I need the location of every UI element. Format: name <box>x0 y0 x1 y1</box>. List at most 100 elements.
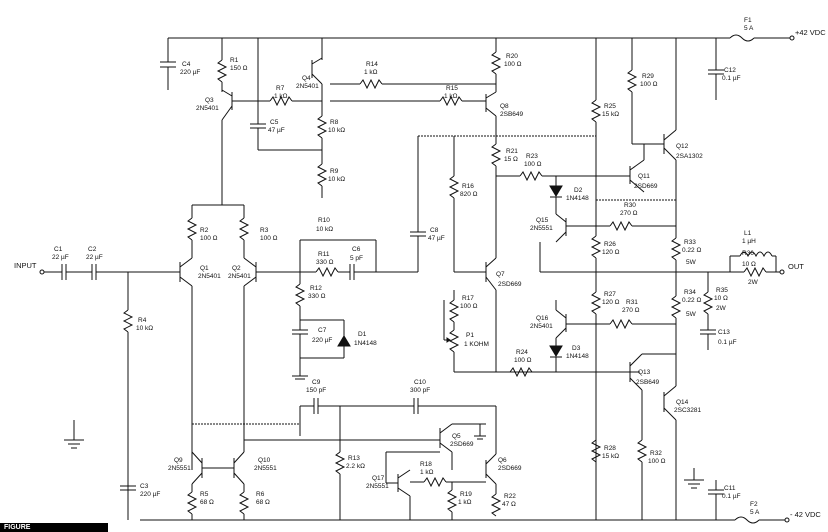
c12-ref: C12 <box>724 67 736 74</box>
q14-ref: Q14 <box>676 399 689 406</box>
r30-value: 270 Ω <box>620 210 638 217</box>
q17-ref: Q17 <box>372 475 385 482</box>
q4-value: 2N5401 <box>296 83 319 90</box>
q17-value: 2N5551 <box>366 483 389 490</box>
c3-ref: C3 <box>140 483 149 490</box>
p1-ref: P1 <box>466 332 474 339</box>
r24-ref: R24 <box>516 349 528 356</box>
q6-transistor <box>485 453 497 485</box>
q1-transistor <box>179 257 193 287</box>
q10-transistor <box>233 451 245 485</box>
r11-value: 330 Ω <box>316 259 334 266</box>
r7-value: 1 kΩ <box>274 93 288 100</box>
q11-value: 2SD669 <box>634 183 658 190</box>
q5-value: 2SD669 <box>450 441 474 448</box>
fuse-f1-ref: F1 <box>744 17 752 24</box>
c1-ref: C1 <box>54 246 63 253</box>
d2-ref: D2 <box>574 187 583 194</box>
r17-value: 100 Ω <box>460 303 478 310</box>
input-terminal <box>39 269 45 275</box>
r34-value: 0.22 Ω <box>682 297 701 304</box>
c9-value: 150 pF <box>306 387 326 394</box>
c5-value: 47 µF <box>268 127 285 134</box>
r36-power: 2W <box>748 279 759 286</box>
c3-value: 220 µF <box>140 491 160 498</box>
r5-ref: R5 <box>200 491 209 498</box>
input-label: INPUT <box>14 261 37 270</box>
r25-ref: R25 <box>604 103 616 110</box>
r10-ref: R10 <box>318 217 330 224</box>
output-terminal <box>779 269 785 275</box>
r12-ref: R12 <box>310 285 322 292</box>
q4-transistor <box>311 57 323 85</box>
r24-value: 100 Ω <box>514 357 532 364</box>
fuse-f1-value: 5 A <box>744 25 754 32</box>
c9-ref: C9 <box>312 379 321 386</box>
q9-transistor <box>191 451 203 485</box>
r1-ref: R1 <box>230 57 239 64</box>
r33-ref: R33 <box>684 239 696 246</box>
r4-value: 10 kΩ <box>136 325 153 332</box>
r3-value: 100 Ω <box>260 235 278 242</box>
c13-ref: C13 <box>718 329 730 336</box>
r20-ref: R20 <box>506 53 518 60</box>
q16-transistor <box>555 309 567 339</box>
r10-value: 10 kΩ <box>316 226 333 233</box>
q1-ref: Q1 <box>200 265 209 272</box>
c8-value: 47 µF <box>428 235 445 242</box>
q14-transistor <box>663 385 677 421</box>
r26-value: 120 Ω <box>602 249 620 256</box>
c13-value: 0.1 µF <box>718 339 737 346</box>
r18-ref: R18 <box>420 461 432 468</box>
r25-value: 15 kΩ <box>602 111 619 118</box>
r34-ref: R34 <box>684 289 696 296</box>
q8-value: 2SB649 <box>500 111 524 118</box>
ground-symbol-right <box>684 468 704 489</box>
neg-rail-label: - 42 VDC <box>790 510 821 519</box>
q13-ref: Q13 <box>638 369 651 376</box>
q2-transistor <box>243 257 257 287</box>
q3-value: 2N5401 <box>196 105 219 112</box>
r11-ref: R11 <box>318 251 330 258</box>
r8-value: 10 kΩ <box>328 127 345 134</box>
r32-ref: R32 <box>650 450 662 457</box>
q12-value: 2SA1302 <box>676 153 703 160</box>
figure-tag: FIGURE <box>0 523 108 532</box>
c10-ref: C10 <box>414 379 426 386</box>
c10-value: 300 pF <box>410 387 430 394</box>
q15-ref: Q15 <box>536 217 549 224</box>
r21-ref: R21 <box>506 148 518 155</box>
r5-value: 68 Ω <box>200 499 214 506</box>
ground-symbol-mid <box>292 375 308 380</box>
r15-value: 1 kΩ <box>444 93 458 100</box>
d3-ref: D3 <box>572 345 581 352</box>
q17-transistor <box>397 469 411 497</box>
q5-transistor <box>439 423 453 453</box>
r19-ref: R19 <box>460 491 472 498</box>
fuse-f2-value: 5 A <box>750 509 760 516</box>
c6-ref: C6 <box>352 246 361 253</box>
r27-ref: R27 <box>604 291 616 298</box>
c7-value: 220 µF <box>312 337 332 344</box>
negative-rail <box>140 516 790 524</box>
r16-ref: R16 <box>462 183 474 190</box>
d2-value: 1N4148 <box>566 195 589 202</box>
r6-ref: R6 <box>256 491 265 498</box>
c2-value: 22 µF <box>86 254 103 261</box>
q2-ref: Q2 <box>232 265 241 272</box>
q12-ref: Q12 <box>676 143 689 150</box>
r8-ref: R8 <box>330 119 339 126</box>
r1-value: 150 Ω <box>230 65 248 72</box>
d1-value: 1N4148 <box>354 340 377 347</box>
r23-value: 100 Ω <box>524 161 542 168</box>
q3-ref: Q3 <box>205 97 214 104</box>
r21-value: 15 Ω <box>504 156 518 163</box>
ground-symbol-left <box>64 420 84 449</box>
q1-value: 2N5401 <box>198 273 221 280</box>
q5-ref: Q5 <box>452 433 461 440</box>
r22-value: 47 Ω <box>502 501 516 508</box>
r33-value: 0.22 Ω <box>682 247 701 254</box>
pos-rail-label: +42 VDC <box>795 28 826 37</box>
r12-value: 330 Ω <box>308 293 326 300</box>
r16-value: 820 Ω <box>460 191 478 198</box>
